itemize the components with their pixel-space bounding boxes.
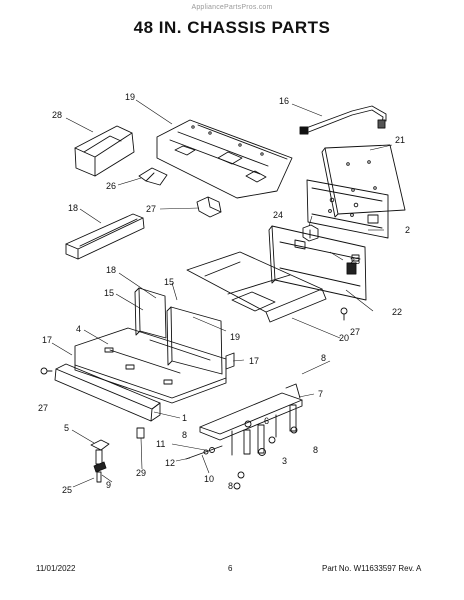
part-clip-17	[225, 352, 235, 370]
callout-27a: 27	[350, 327, 360, 337]
callout-7: 7	[318, 389, 323, 399]
leader-lines	[51, 99, 393, 488]
callout-8b: 8	[182, 430, 187, 440]
callout-26: 26	[106, 181, 116, 191]
part-control-panel	[306, 179, 389, 239]
part-front-trim	[54, 363, 161, 422]
callout-9: 9	[106, 480, 111, 490]
part-bracket-29	[74, 125, 135, 177]
footer-date: 11/01/2022	[36, 564, 76, 573]
part-leveling-leg	[90, 439, 110, 483]
footer-page-number: 6	[228, 564, 233, 573]
part-screws	[40, 307, 348, 490]
footer-part-number: Part No. W11633597 Rev. A	[322, 564, 422, 573]
callout-20: 20	[339, 333, 349, 343]
callout-18a: 18	[106, 265, 116, 275]
callout-15a: 15	[164, 277, 174, 287]
part-back-panel	[321, 144, 406, 218]
callout-labels: 28 19 16 21 2 24 23 22 27 26 27 18 18 15…	[38, 92, 410, 495]
callout-16: 18	[68, 203, 78, 213]
callout-13: 16	[279, 96, 289, 106]
callout-3: 3	[282, 456, 287, 466]
callout-8a: 8	[321, 353, 326, 363]
callout-27b: 27	[38, 403, 48, 413]
callout-4: 4	[76, 324, 81, 334]
part-bolt-assembly	[185, 445, 223, 460]
callout-5: 5	[64, 423, 69, 433]
callout-8c: 8	[313, 445, 318, 455]
callout-2: 2	[405, 225, 410, 235]
part-clip-24	[302, 224, 319, 242]
callout-18b: 19	[230, 332, 240, 342]
part-burner-tube	[299, 105, 387, 135]
callout-23: 23	[350, 256, 360, 266]
callout-21: 21	[395, 135, 405, 145]
part-foot-30	[136, 427, 145, 439]
callout-30: 29	[136, 468, 146, 478]
callout-10: 10	[204, 474, 214, 484]
callout-15b: 15	[104, 288, 114, 298]
callout-11: 11	[156, 439, 165, 449]
part-control-box	[268, 225, 367, 301]
part-chassis-base	[74, 327, 227, 404]
callout-29: 28	[52, 110, 62, 120]
part-bracket-28	[196, 196, 222, 218]
part-drip-tray	[186, 251, 327, 323]
callout-8d: 8	[228, 481, 233, 491]
callout-25: 25	[62, 485, 72, 495]
part-chassis-top	[156, 119, 293, 199]
callout-24: 24	[273, 210, 283, 220]
watermark: AppliancePartsPros.com	[191, 4, 273, 11]
callout-22: 22	[392, 307, 402, 317]
callout-17: 17	[249, 356, 259, 366]
callout-19: 19	[125, 92, 135, 102]
part-side-rail	[65, 213, 145, 260]
part-heat-shields	[134, 287, 223, 375]
callout-12: 12	[165, 458, 175, 468]
callout-1: 1	[182, 413, 187, 423]
callout-6: 6	[264, 416, 269, 426]
page-title: 48 IN. CHASSIS PARTS	[133, 18, 331, 37]
part-bracket-26	[138, 167, 168, 186]
callout-28: 27	[146, 204, 156, 214]
part-leg-assembly	[199, 383, 303, 456]
callout-14: 17	[42, 335, 52, 345]
